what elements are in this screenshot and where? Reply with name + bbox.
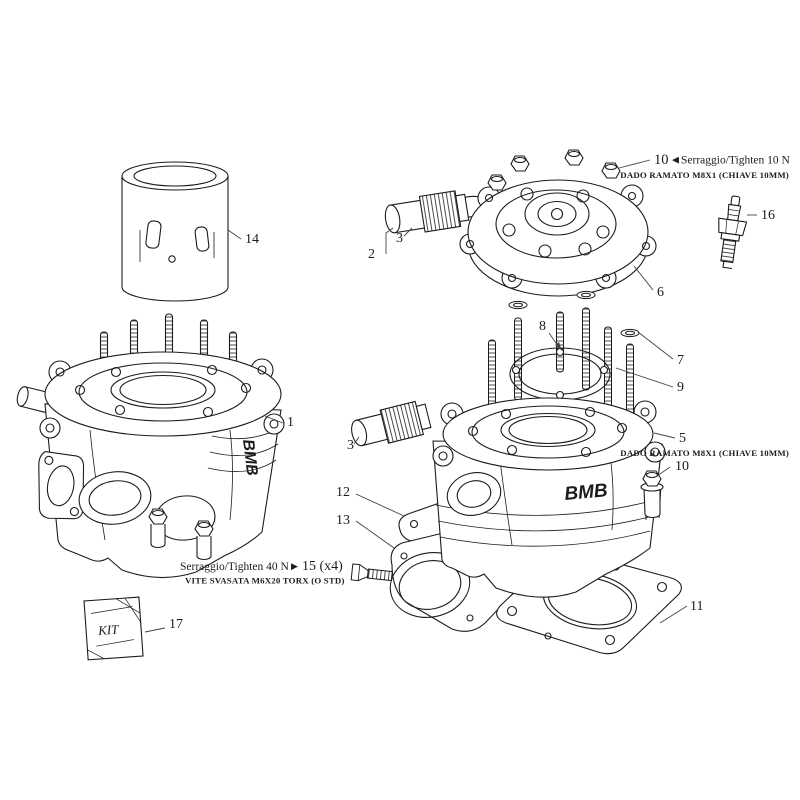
leader-part-3-side (353, 436, 360, 445)
part-10-base-nut (640, 470, 664, 519)
part-5-cylinder-right: BMB (432, 397, 666, 598)
label-part-2: 2 (368, 247, 375, 262)
label-part-15: 15 (x4) (302, 559, 343, 574)
part-6-cylinder-head (459, 179, 657, 297)
label-part-3-top: 3 (396, 231, 403, 246)
leader-part-7 (637, 331, 674, 360)
leader-part-17 (144, 627, 166, 633)
part-1-cylinder-left: BMB (16, 313, 285, 579)
part-7-washers (508, 290, 640, 338)
part-10-head-nuts (487, 149, 621, 191)
label-part-8: 8 (539, 319, 546, 334)
leader-part-3-top (403, 227, 413, 237)
label-part-17: 17 (169, 617, 183, 632)
leader-part-6 (633, 265, 654, 291)
label-part-12: 12 (336, 485, 350, 500)
leader-part-12 (355, 493, 405, 517)
leader-part-5 (653, 432, 676, 439)
part-15-torx-screw (350, 563, 393, 582)
leader-part-1 (264, 415, 284, 424)
leader-part-9 (615, 367, 674, 388)
head-torque-arrow: ◀ (672, 156, 679, 166)
part-2-3-water-fitting-top (384, 190, 488, 234)
leader-part-2 (385, 227, 394, 254)
part-16-spark-plug (718, 195, 748, 270)
leader-part-13 (355, 520, 395, 549)
label-part-9: 9 (677, 380, 684, 395)
label-part-10-top: 10 (654, 152, 669, 168)
label-part-7: 7 (677, 353, 684, 368)
leader-part-14 (227, 229, 242, 240)
label-part-5: 5 (679, 431, 686, 446)
leader-part-11 (659, 605, 688, 624)
part-3-water-fitting-side (351, 400, 432, 447)
brand-logo-left: BMB (239, 438, 260, 476)
part-17-kit-package: KIT (83, 596, 144, 661)
leader-part-10-side (656, 466, 671, 477)
annotation-head-nut-spec: DADO RAMATO M8X1 (CHIAVE 10MM) (620, 170, 789, 180)
label-part-13: 13 (336, 513, 350, 528)
annotation-base-nut-spec: DADO RAMATO M8X1 (CHIAVE 10MM) (620, 448, 789, 458)
kit-label: KIT (97, 622, 120, 638)
brand-logo-right: BMB (564, 480, 609, 505)
annotation-screw-spec: VITE SVASATA M6X20 TORX (O STD) (185, 576, 345, 586)
leader-part-10-top (618, 159, 651, 169)
annotation-base-torque: Serraggio/Tighten 40 N (180, 561, 290, 573)
label-part-10-side: 10 (675, 459, 689, 474)
part-14-cylinder-sleeve (121, 161, 229, 302)
annotation-head-torque: Serraggio/Tighten 10 N (681, 155, 791, 167)
label-part-3-side: 3 (347, 438, 354, 453)
leader-part-8 (548, 332, 562, 351)
base-torque-arrow: ▶ (291, 562, 298, 572)
label-part-14: 14 (245, 232, 259, 247)
label-part-1: 1 (287, 415, 294, 430)
label-part-11: 11 (690, 599, 703, 614)
label-part-16: 16 (761, 208, 775, 223)
label-part-6: 6 (657, 285, 664, 300)
part-8-head-gasket (509, 347, 611, 401)
